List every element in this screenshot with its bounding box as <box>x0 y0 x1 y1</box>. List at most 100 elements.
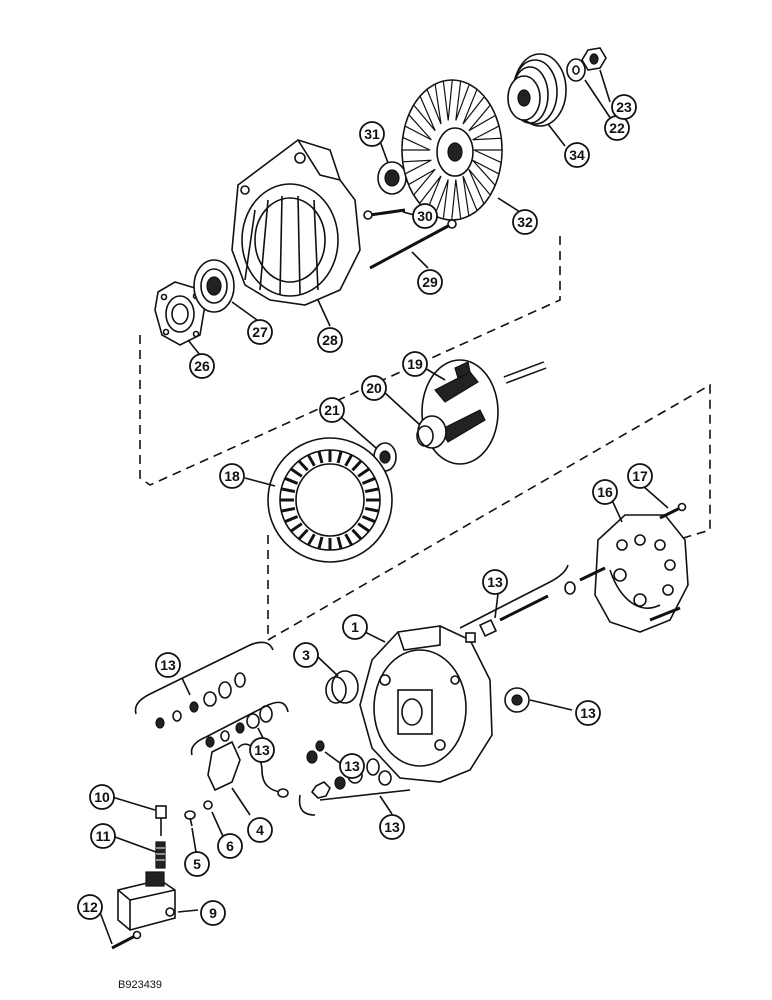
fan-blade <box>462 175 478 217</box>
callout-circle <box>359 121 385 147</box>
small-washer <box>203 800 213 810</box>
callout-circle <box>189 353 215 379</box>
callout-c12: 12 <box>77 894 103 920</box>
callout-circle <box>184 851 210 877</box>
stator-slot <box>284 476 299 485</box>
drive-end-housing <box>231 139 361 306</box>
stator-slot <box>344 454 354 467</box>
regulator-screw <box>111 930 142 950</box>
stator-slot <box>361 476 376 485</box>
callout-circle <box>77 894 103 920</box>
suppression-capacitor <box>207 740 289 798</box>
callout-c9: 9 <box>200 900 226 926</box>
stator-slot <box>290 467 303 478</box>
fan-blade <box>412 94 436 132</box>
fan-blade <box>407 168 436 197</box>
callout-c4: 4 <box>247 817 273 843</box>
fan-blade <box>468 103 497 132</box>
through-bolt <box>369 219 457 270</box>
callout-label: 5 <box>193 856 201 872</box>
fan-blade <box>468 168 492 206</box>
callout-c5: 5 <box>184 851 210 877</box>
stator <box>267 437 393 563</box>
stator-slot <box>306 533 316 546</box>
callout-label: 31 <box>364 126 380 142</box>
callout-c26: 26 <box>189 353 215 379</box>
callout-label: 27 <box>252 324 268 340</box>
bushing <box>325 670 359 704</box>
callout-c19: 19 <box>402 351 428 377</box>
callout-label: 13 <box>487 574 503 590</box>
callout-c29: 29 <box>417 269 443 295</box>
callout-circle <box>482 569 508 595</box>
stator-slot <box>357 522 370 533</box>
fan-blade <box>401 159 432 175</box>
stator-slot <box>284 515 299 524</box>
hardware-group-c <box>306 740 325 764</box>
callout-c13c: 13 <box>482 569 508 595</box>
callout-label: 11 <box>96 828 111 844</box>
callout-c21: 21 <box>319 397 345 423</box>
callout-c13e: 13 <box>339 753 365 779</box>
callout-label: 13 <box>384 819 400 835</box>
callout-c16: 16 <box>592 479 618 505</box>
stator-slot <box>280 506 296 513</box>
stator-slot <box>306 454 316 467</box>
callout-c13a: 13 <box>155 652 181 678</box>
callout-circle <box>412 203 438 229</box>
callout-circle <box>249 737 275 763</box>
stator-slot <box>361 515 376 524</box>
fan-blade <box>472 125 503 141</box>
callout-label: 21 <box>324 402 340 418</box>
callout-circle <box>402 351 428 377</box>
callout-layer: 1345691011121313131313131617181920212223… <box>77 94 653 926</box>
stator-slot <box>336 450 343 464</box>
stator-slot <box>344 533 354 546</box>
hardware-group-d <box>310 758 392 799</box>
callout-c20: 20 <box>361 375 387 401</box>
callout-circle <box>361 375 387 401</box>
screw-30 <box>363 208 406 220</box>
callout-label: 3 <box>302 647 310 663</box>
callout-label: 13 <box>580 705 596 721</box>
callout-circle <box>317 327 343 353</box>
callout-c13f: 13 <box>379 814 405 840</box>
callout-label: 18 <box>224 468 240 484</box>
callout-c30: 30 <box>412 203 438 229</box>
bearing-retainer-plate <box>154 281 206 346</box>
callout-c10: 10 <box>89 784 115 810</box>
callout-label: 28 <box>322 332 338 348</box>
pulley-nut <box>581 47 607 71</box>
callout-c13b: 13 <box>249 737 275 763</box>
callout-label: 17 <box>632 468 648 484</box>
stator-slot <box>351 528 363 541</box>
fan-blade <box>455 80 471 121</box>
stator-slot <box>364 506 380 513</box>
stator-slot <box>290 522 303 533</box>
cooling-fan <box>401 79 503 221</box>
callout-label: 13 <box>254 742 270 758</box>
fan-blade <box>462 88 486 125</box>
callout-c31: 31 <box>359 121 385 147</box>
callout-circle <box>512 209 538 235</box>
stator-slot <box>317 450 324 464</box>
callout-label: 22 <box>609 120 625 136</box>
hardware-group-b <box>205 705 273 748</box>
callout-label: 34 <box>569 147 585 163</box>
brush <box>155 805 167 836</box>
callout-label: 30 <box>417 208 433 224</box>
stator-slot <box>364 487 380 494</box>
stator-slot <box>351 459 363 472</box>
callout-c1: 1 <box>342 614 368 640</box>
callout-circle <box>592 479 618 505</box>
brush-spring <box>155 841 166 869</box>
callout-label: 12 <box>82 899 98 915</box>
callout-c28: 28 <box>317 327 343 353</box>
callout-c18: 18 <box>219 463 245 489</box>
callout-c34: 34 <box>564 142 590 168</box>
stator-slot <box>297 528 309 541</box>
callout-circle <box>90 823 116 849</box>
assembly-dashed-lines <box>139 235 711 642</box>
fan-blade <box>404 113 432 141</box>
